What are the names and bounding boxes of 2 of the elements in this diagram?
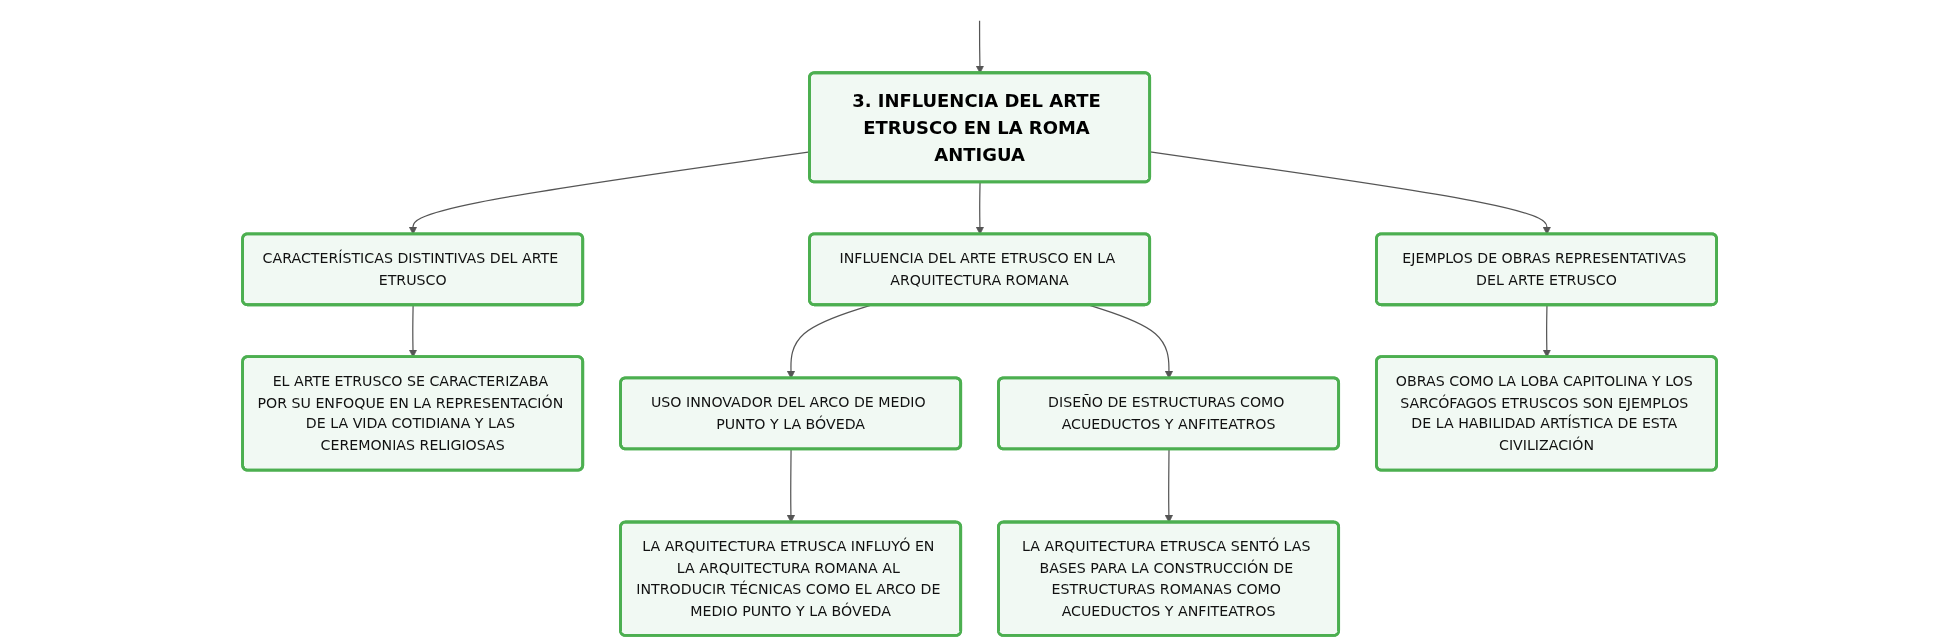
arrow bbox=[787, 448, 796, 523]
arrow bbox=[1165, 448, 1174, 523]
